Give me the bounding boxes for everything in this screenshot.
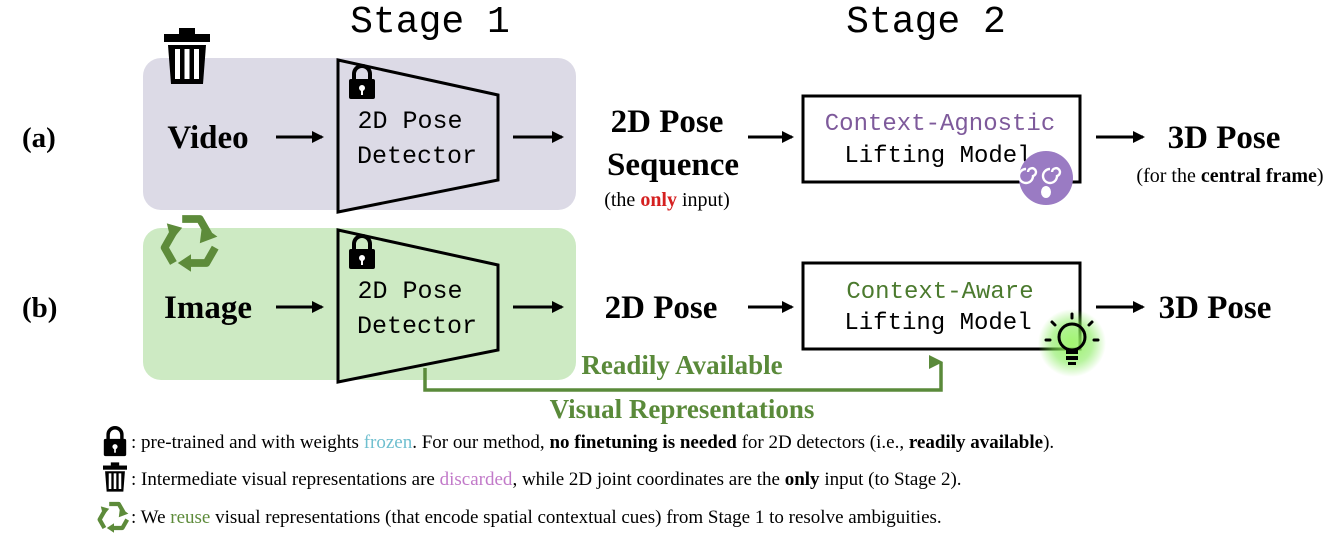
context-aware-model-box (801, 261, 1082, 351)
legend-trash-text: : Intermediate visual representations ar… (131, 469, 962, 490)
lifting-model-b-label: Lifting Model (844, 310, 1031, 337)
legend-recycle-text: : We reuse visual representations (that … (131, 507, 942, 528)
legend-lock-text: : pre-trained and with weights frozen. F… (131, 432, 1054, 453)
lifting-model-a-label: Lifting Model (844, 143, 1031, 170)
row-a-label: (a) (22, 122, 56, 154)
only-input-note: (the only input) (604, 189, 730, 211)
output-3d-pose-b: 3D Pose (1159, 290, 1272, 326)
trash-icon (164, 28, 210, 84)
feedback-arrow (423, 355, 943, 392)
context-aware-label: Context-Aware (846, 279, 1033, 306)
feedback-label-line1: Readily Available (581, 350, 782, 380)
feedback-label-line2: Visual Representations (550, 394, 815, 424)
video-stage-background (143, 58, 576, 210)
pose-detector-b-line1: 2D Pose (357, 277, 462, 306)
pose-sequence-line2: Sequence (607, 147, 739, 183)
context-agnostic-label: Context-Agnostic (825, 111, 1055, 138)
stage1-label: Stage 1 (350, 1, 510, 44)
dizzy-face-icon (1017, 151, 1073, 205)
image-stage-background (143, 228, 576, 380)
pose-detector-b-line2: Detector (357, 312, 477, 341)
pose-sequence-line1: 2D Pose (611, 104, 724, 140)
recycle-icon (100, 504, 129, 533)
lightbulb-icon (1038, 309, 1106, 377)
image-input-label: Image (164, 290, 252, 326)
central-frame-note: (for the central frame) (1136, 165, 1323, 187)
row-b-label: (b) (22, 292, 57, 324)
pose-2d-b: 2D Pose (605, 290, 718, 326)
pose-detector-b-shape (336, 228, 500, 384)
stage2-label: Stage 2 (846, 1, 1006, 44)
pose-detector-a-line2: Detector (357, 142, 477, 171)
pose-detector-a-line1: 2D Pose (357, 107, 462, 136)
output-3d-pose-a: 3D Pose (1168, 120, 1281, 156)
pose-detector-a-shape (336, 58, 500, 214)
video-input-label: Video (167, 120, 248, 156)
lock-icon (102, 426, 128, 457)
trash-icon (103, 462, 127, 492)
